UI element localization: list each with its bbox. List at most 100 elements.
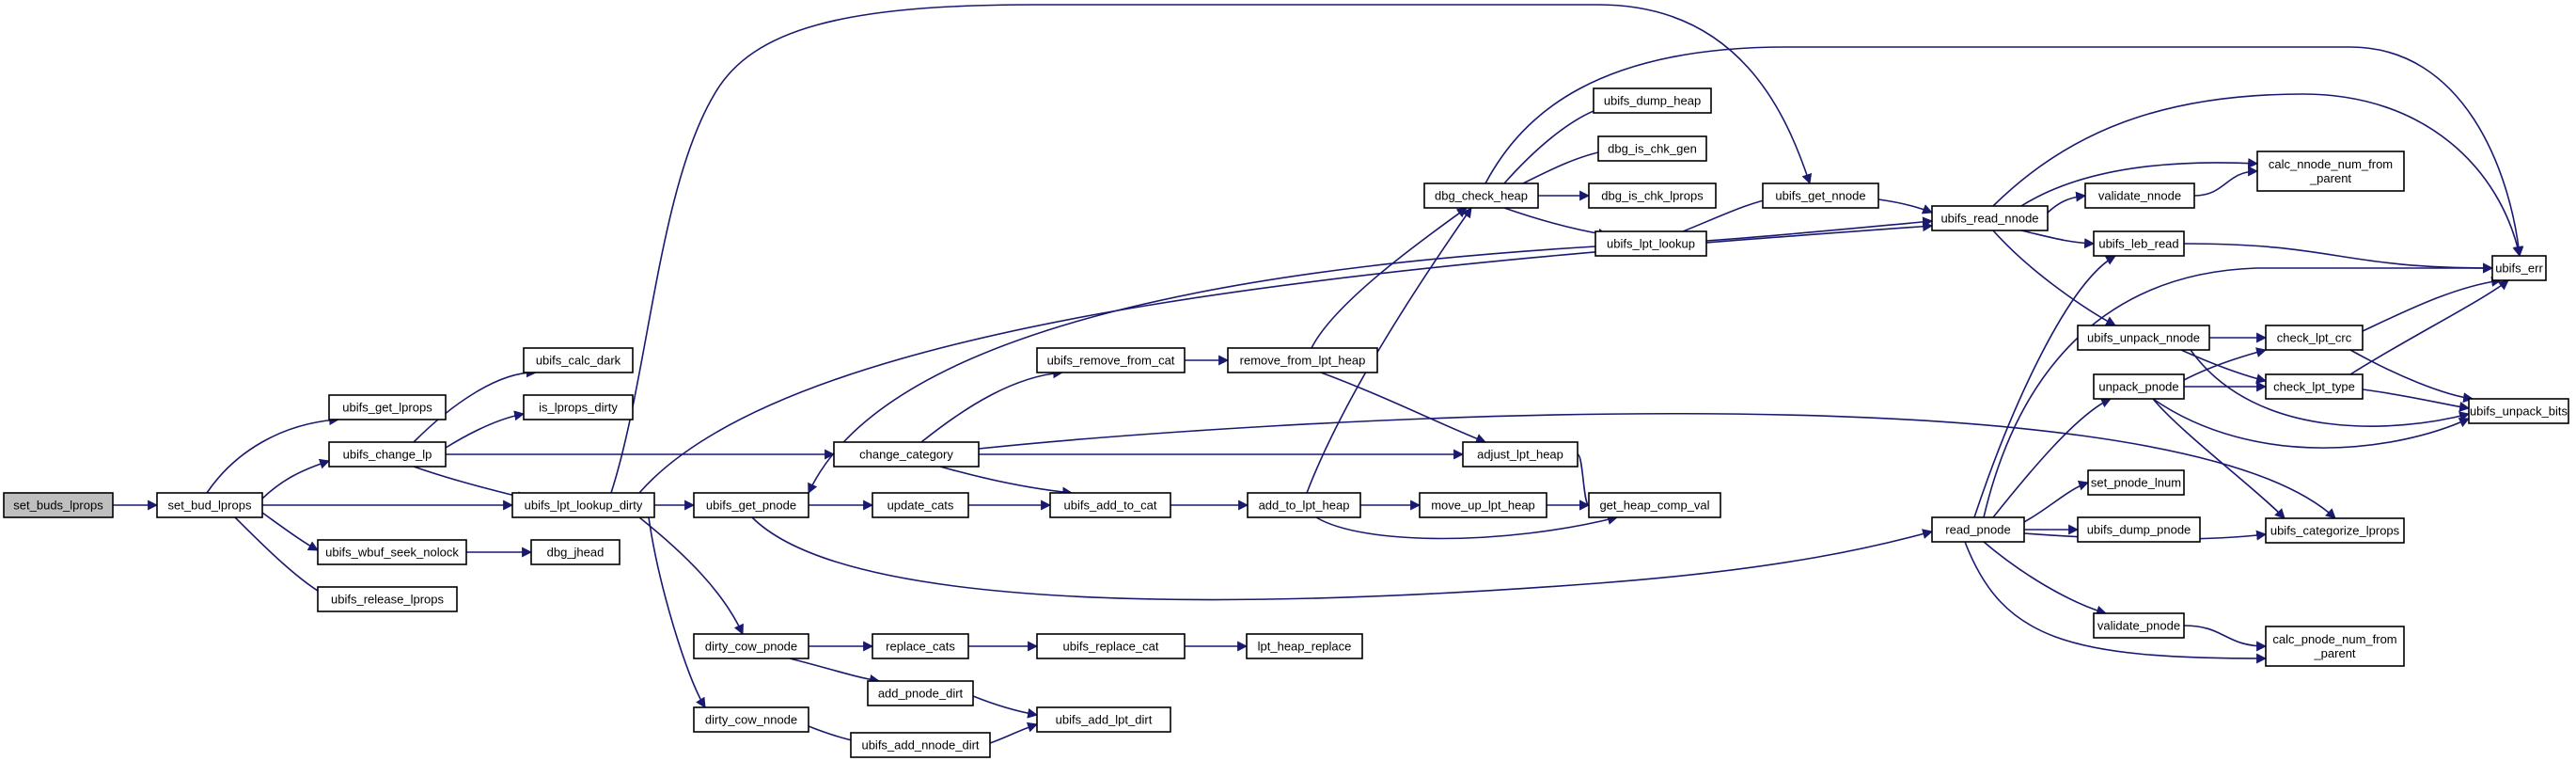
node-dbg_is_chk_gen[interactable]: dbg_is_chk_gen [1597, 135, 1707, 162]
node-validate_pnode[interactable]: validate_pnode [2093, 612, 2185, 639]
node-box [523, 394, 634, 420]
node-ubifs_add_to_cat[interactable]: ubifs_add_to_cat [1049, 492, 1171, 518]
node-ubifs_remove_from_cat[interactable]: ubifs_remove_from_cat [1036, 347, 1186, 373]
node-check_lpt_crc[interactable]: check_lpt_crc [2265, 325, 2364, 351]
node-ubifs_wbuf_seek_nolock[interactable]: ubifs_wbuf_seek_nolock [317, 539, 467, 565]
node-ubifs_calc_dark[interactable]: ubifs_calc_dark [523, 347, 634, 373]
node-ubifs_lpt_lookup[interactable]: ubifs_lpt_lookup [1594, 230, 1707, 257]
node-box [523, 347, 634, 373]
node-box [328, 394, 447, 420]
node-add_to_lpt_heap[interactable]: add_to_lpt_heap [1247, 492, 1361, 518]
node-ubifs_read_nnode[interactable]: ubifs_read_nnode [1931, 205, 2049, 231]
node-label: ubifs_replace_cat [1063, 640, 1159, 654]
node-label: calc_pnode_num_from [2272, 632, 2396, 646]
node-box [317, 539, 467, 565]
node-label: ubifs_add_lpt_dirt [1056, 713, 1153, 727]
node-box [693, 492, 809, 518]
node-box [530, 539, 620, 565]
node-calc_nnode_num_from_parent[interactable]: calc_nnode_num_from_parent [2256, 151, 2405, 192]
node-dbg_is_chk_lprops[interactable]: dbg_is_chk_lprops [1588, 182, 1717, 209]
node-move_up_lpt_heap[interactable]: move_up_lpt_heap [1419, 492, 1547, 518]
node-ubifs_err[interactable]: ubifs_err [2491, 255, 2547, 281]
node-ubifs_change_lp[interactable]: ubifs_change_lp [328, 441, 447, 468]
node-ubifs_categorize_lprops[interactable]: ubifs_categorize_lprops [2265, 517, 2405, 544]
node-label: ubifs_add_to_cat [1063, 499, 1156, 513]
node-label: remove_from_lpt_heap [1240, 354, 1366, 368]
node-ubifs_dump_pnode[interactable]: ubifs_dump_pnode [2077, 516, 2201, 543]
node-label: ubifs_categorize_lprops [2270, 524, 2400, 538]
edge-ubifs_lpt_lookup-to-ubifs_read_nnode [1705, 216, 1934, 242]
node-update_cats[interactable]: update_cats [872, 492, 969, 518]
node-ubifs_dump_heap[interactable]: ubifs_dump_heap [1593, 87, 1712, 114]
edge-set_bud_lprops-to-ubifs_change_lp [261, 458, 331, 499]
edge-read_pnode-to-ubifs_err [1983, 262, 2494, 518]
node-calc_pnode_num_from_parent[interactable]: calc_pnode_num_from_parent [2265, 626, 2405, 667]
node-dbg_check_heap[interactable]: dbg_check_heap [1423, 182, 1539, 209]
node-set_pnode_lnum[interactable]: set_pnode_lnum [2087, 469, 2185, 496]
node-lpt_heap_replace[interactable]: lpt_heap_replace [1246, 633, 1363, 659]
edge-ubifs_read_nnode-to-ubifs_leb_read [2020, 230, 2096, 249]
node-box [511, 492, 655, 518]
node-ubifs_unpack_bits[interactable]: ubifs_unpack_bits [2468, 398, 2569, 424]
node-ubifs_leb_read[interactable]: ubifs_leb_read [2093, 230, 2185, 257]
edge-check_lpt_type-to-ubifs_err [2349, 279, 2509, 375]
node-add_pnode_dirt[interactable]: add_pnode_dirt [867, 680, 974, 706]
node-label: ubifs_calc_dark [536, 354, 621, 368]
node-replace_cats[interactable]: replace_cats [872, 633, 969, 659]
node-label: check_lpt_crc [2277, 331, 2352, 345]
edge-ubifs_lpt_lookup_dirty-to-ubifs_get_nnode [610, 4, 1813, 494]
edge-read_pnode-to-ubifs_leb_read [1973, 255, 2116, 518]
node-get_heap_comp_val[interactable]: get_heap_comp_val [1588, 492, 1721, 518]
node-label: set_bud_lprops [168, 499, 252, 513]
node-adjust_lpt_heap[interactable]: adjust_lpt_heap [1462, 441, 1579, 468]
node-box [1036, 633, 1186, 659]
node-set_buds_lprops[interactable]: set_buds_lprops [3, 492, 114, 518]
node-box [2491, 255, 2547, 281]
node-label: lpt_heap_replace [1258, 640, 1352, 654]
node-dbg_jhead[interactable]: dbg_jhead [530, 539, 620, 565]
node-is_lprops_dirty[interactable]: is_lprops_dirty [523, 394, 634, 420]
node-box [833, 441, 980, 468]
edge-check_lpt_crc-to-ubifs_unpack_bits [2349, 349, 2474, 404]
node-box [1588, 492, 1721, 518]
node-ubifs_release_lprops[interactable]: ubifs_release_lprops [317, 586, 458, 612]
edge-ubifs_lpt_lookup_dirty-to-dirty_cow_nnode [648, 516, 706, 708]
node-ubifs_add_lpt_dirt[interactable]: ubifs_add_lpt_dirt [1036, 706, 1171, 733]
node-remove_from_lpt_heap[interactable]: remove_from_lpt_heap [1227, 347, 1378, 373]
node-label: add_pnode_dirt [878, 687, 964, 701]
node-box [2256, 151, 2405, 192]
edge-adjust_lpt_heap-to-get_heap_comp_val [1577, 453, 1591, 511]
node-ubifs_get_lprops[interactable]: ubifs_get_lprops [328, 394, 447, 420]
node-ubifs_replace_cat[interactable]: ubifs_replace_cat [1036, 633, 1186, 659]
node-box [2093, 230, 2185, 257]
edge-ubifs_read_nnode-to-ubifs_err [1992, 93, 2523, 258]
edge-ubifs_get_nnode-to-ubifs_read_nnode [1877, 198, 1934, 214]
node-validate_nnode[interactable]: validate_nnode [2084, 182, 2195, 209]
node-set_bud_lprops[interactable]: set_bud_lprops [156, 492, 263, 518]
node-box [1036, 347, 1186, 373]
node-box [1931, 516, 2025, 543]
edge-ubifs_unpack_nnode-to-check_lpt_type [2180, 349, 2268, 384]
node-dirty_cow_nnode[interactable]: dirty_cow_nnode [693, 706, 809, 733]
edge-read_pnode-to-set_pnode_lnum [2023, 480, 2090, 523]
edge-read_pnode-to-unpack_pnode [1992, 398, 2113, 518]
nodes: set_buds_lprops set_bud_lprops ubifs_get_l… [3, 87, 2569, 758]
node-box [2093, 373, 2185, 400]
node-unpack_pnode[interactable]: unpack_pnode [2093, 373, 2185, 400]
node-read_pnode[interactable]: read_pnode [1931, 516, 2025, 543]
node-label: set_buds_lprops [13, 499, 103, 513]
node-ubifs_lpt_lookup_dirty[interactable]: ubifs_lpt_lookup_dirty [511, 492, 655, 518]
edge-set_bud_lprops-to-ubifs_wbuf_seek_nolock [261, 512, 319, 551]
node-dirty_cow_pnode[interactable]: dirty_cow_pnode [693, 633, 809, 659]
node-check_lpt_type[interactable]: check_lpt_type [2265, 373, 2364, 400]
node-ubifs_get_nnode[interactable]: ubifs_get_nnode [1762, 182, 1879, 209]
node-box [156, 492, 263, 518]
node-label: ubifs_lpt_lookup [1607, 237, 1695, 251]
edge-dbg_check_heap-to-ubifs_err [1484, 46, 2524, 258]
node-ubifs_get_pnode[interactable]: ubifs_get_pnode [693, 492, 809, 518]
edge-check_lpt_type-to-ubifs_unpack_bits [2362, 388, 2471, 412]
node-ubifs_unpack_nnode[interactable]: ubifs_unpack_nnode [2077, 325, 2210, 351]
node-label: validate_nnode [2098, 189, 2181, 203]
node-change_category[interactable]: change_category [833, 441, 980, 468]
node-ubifs_add_nnode_dirt[interactable]: ubifs_add_nnode_dirt [850, 732, 991, 758]
